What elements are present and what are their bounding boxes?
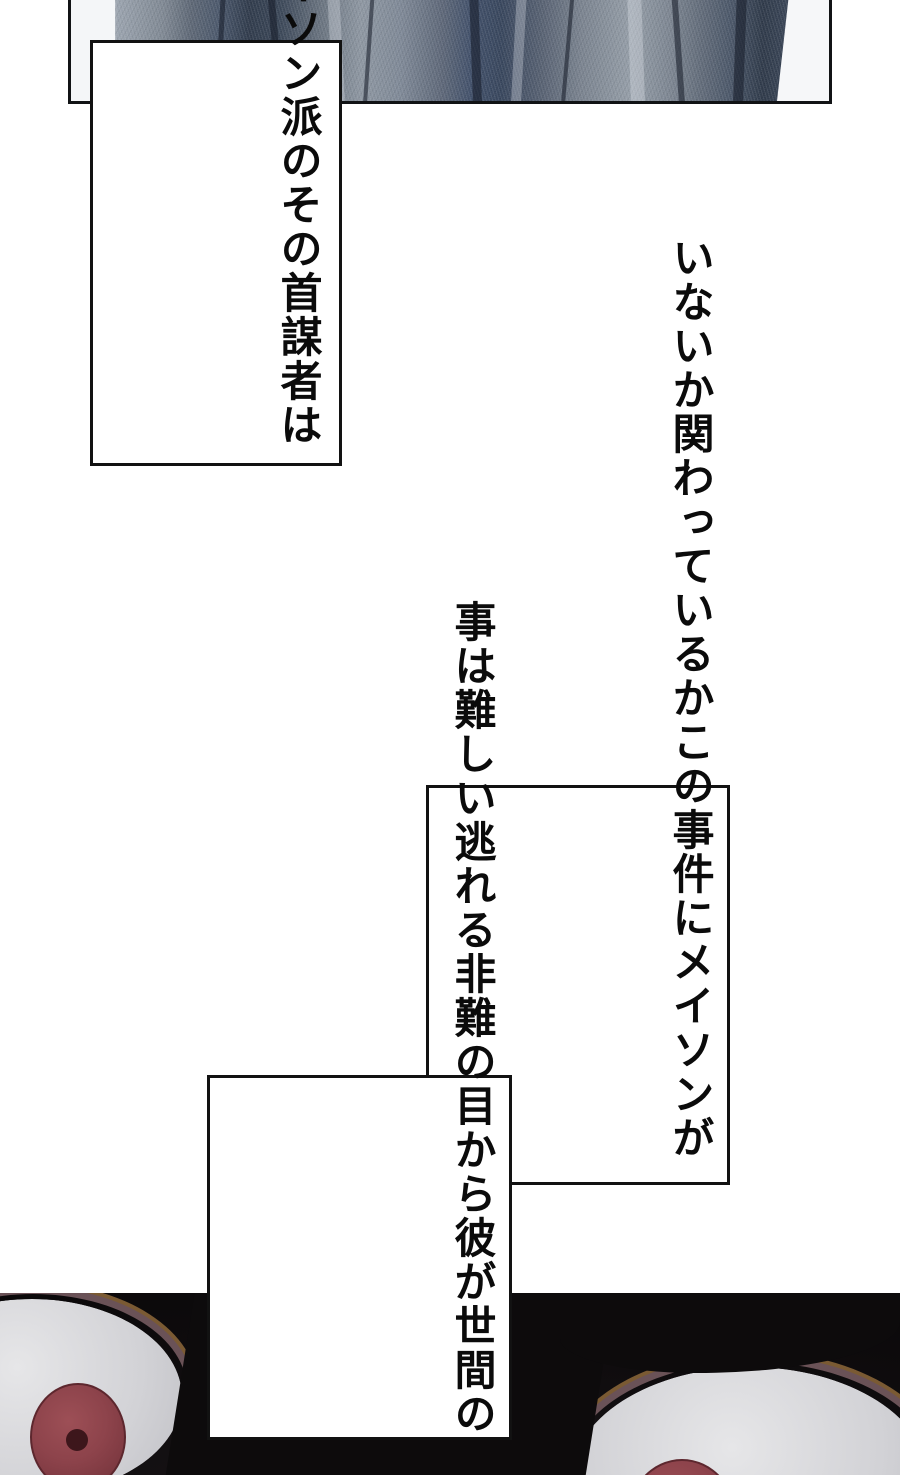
narration-line: いないか bbox=[666, 236, 715, 412]
narration-line: 非難の目から bbox=[448, 952, 497, 1216]
narration-line: 事は難しい bbox=[448, 600, 497, 820]
narration-box-3-text: 彼が世間の 非難の目から 逃れる 事は難しい bbox=[448, 600, 497, 1436]
narration-box-2-text: メイソンが この事件に 関わっているか いないか bbox=[666, 236, 715, 1160]
narration-line: その首謀者は bbox=[274, 183, 323, 447]
narration-line: 逃れる bbox=[448, 820, 497, 952]
narration-box-2: メイソンが この事件に 関わっているか いないか bbox=[426, 236, 730, 1185]
left-eye-pupil bbox=[66, 1429, 88, 1451]
narration-box-3: 彼が世間の 非難の目から 逃れる 事は難しい bbox=[207, 600, 512, 1440]
narration-line: 関わっているか bbox=[666, 412, 715, 720]
narration-line: この事件に bbox=[666, 720, 715, 940]
narration-line: 全員メイソン派の bbox=[274, 0, 323, 183]
narration-line: メイソンが bbox=[666, 940, 715, 1160]
narration-box-1: その首謀者は 全員メイソン派の ハンター達だ bbox=[90, 0, 342, 466]
narration-line: 彼が世間の bbox=[448, 1216, 497, 1436]
narration-box-1-text: その首謀者は 全員メイソン派の ハンター達だ bbox=[274, 0, 323, 447]
